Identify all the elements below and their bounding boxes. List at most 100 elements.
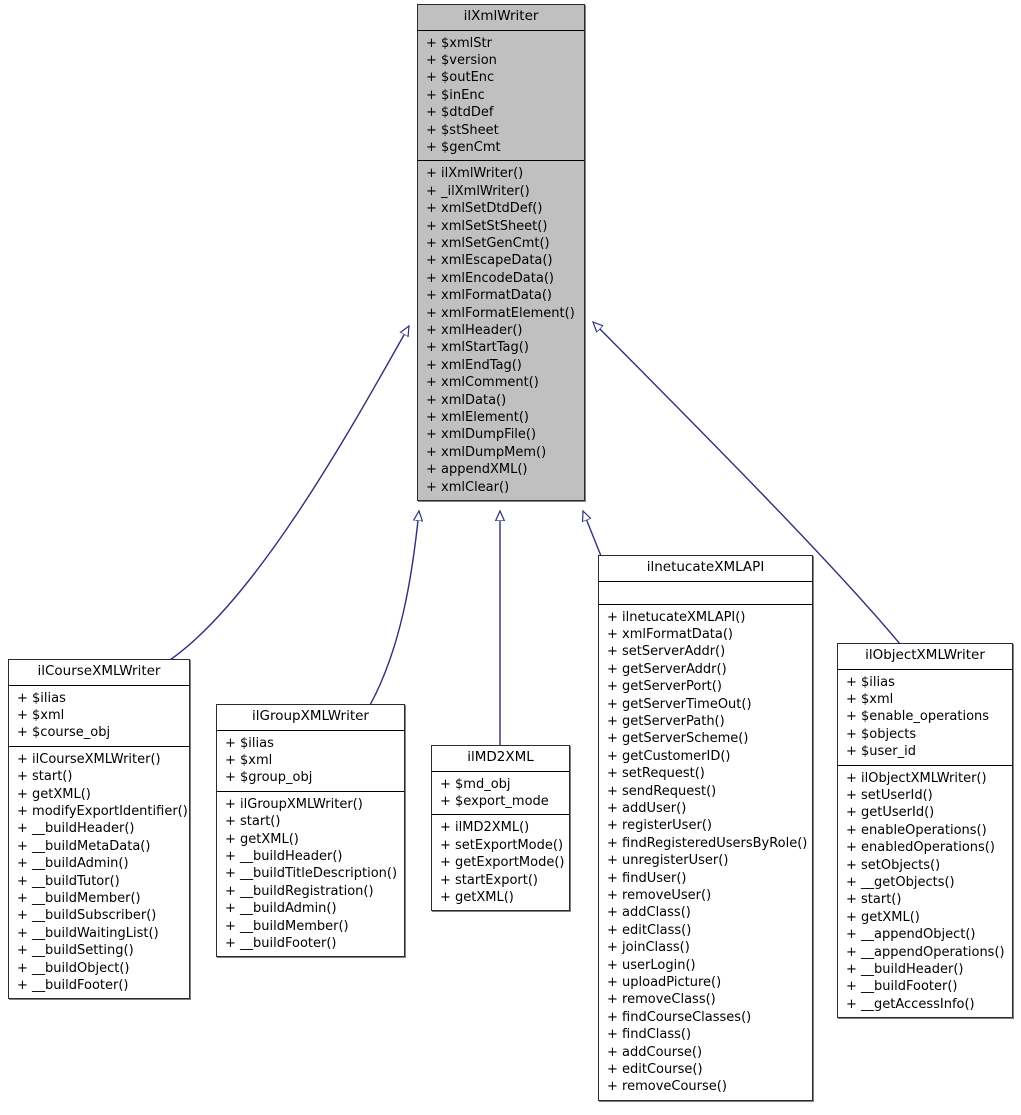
method-row: + __buildHeader() <box>846 962 964 978</box>
method-row: + getXML() <box>225 831 299 847</box>
attributes-ilnetucatexmlapi <box>599 582 812 604</box>
class-separator <box>599 603 812 605</box>
class-separator <box>838 668 1012 670</box>
method-row: + __buildMember() <box>17 890 141 906</box>
method-row: + __buildRegistration() <box>225 883 374 899</box>
class-box-ilnetucatexmlapi[interactable]: ilnetucateXMLAPI + ilnetucateXMLAPI() + … <box>598 555 813 1101</box>
method-row: + xmlClear() <box>426 479 510 495</box>
method-row: + xmlSetDtdDef() <box>426 201 543 217</box>
attribute-row: + $ilias <box>17 690 66 706</box>
method-row: + __buildFooter() <box>846 979 958 995</box>
method-row: + __buildTutor() <box>17 873 120 889</box>
method-row: + modifyExportIdentifier() <box>17 803 188 819</box>
method-row: + xmlStartTag() <box>426 340 529 356</box>
method-row: + __buildObject() <box>17 960 130 976</box>
class-box-ilobjectxmlwriter[interactable]: ilObjectXMLWriter + $ilias + $xml + $ena… <box>837 643 1013 1019</box>
attribute-row: + $enable_operations <box>846 709 990 725</box>
method-row: + getCustomerID() <box>607 748 731 764</box>
class-separator <box>9 684 189 686</box>
method-row: + setRequest() <box>607 766 705 782</box>
class-separator <box>9 745 189 747</box>
method-row: + unregisterUser() <box>607 853 729 869</box>
method-row: + getExportMode() <box>440 855 565 871</box>
method-row: + findCourseClasses() <box>607 1009 752 1025</box>
attribute-row: + $xml <box>225 752 273 768</box>
method-row: + setServerAddr() <box>607 644 726 660</box>
method-row: + getServerScheme() <box>607 731 749 747</box>
class-name-ilgroupxmlwriter: ilGroupXMLWriter <box>252 708 369 724</box>
method-row: + appendXML() <box>426 462 528 478</box>
class-separator <box>217 790 404 792</box>
methods-ilxmlwriter: + ilXmlWriter() + _ilXmlWriter() + xmlSe… <box>418 161 584 500</box>
method-row: + getXML() <box>17 786 91 802</box>
method-row: + ilXmlWriter() <box>426 166 524 182</box>
method-row: + setExportMode() <box>440 837 564 853</box>
method-row: + getServerAddr() <box>607 661 727 677</box>
method-row: + xmlComment() <box>426 375 539 391</box>
method-row: + __appendObject() <box>846 927 976 943</box>
attribute-row: + $stSheet <box>426 122 499 138</box>
method-row: + __getAccessInfo() <box>846 996 975 1012</box>
attribute-row: + $md_obj <box>440 776 511 792</box>
method-row: + xmlDumpFile() <box>426 427 537 443</box>
method-row: + xmlHeader() <box>426 323 523 339</box>
method-row: + __appendOperations() <box>846 944 1005 960</box>
attribute-row: + $xml <box>17 707 65 723</box>
method-row: + xmlEndTag() <box>426 357 522 373</box>
attribute-row: + $course_obj <box>17 725 111 741</box>
attribute-row: + $genCmt <box>426 139 501 155</box>
method-row: + uploadPicture() <box>607 975 722 991</box>
method-row: + registerUser() <box>607 818 712 834</box>
method-row: + setUserId() <box>846 787 933 803</box>
methods-ilgroupxmlwriter: + ilGroupXMLWriter() + start() + getXML(… <box>217 792 404 957</box>
class-separator <box>599 580 812 582</box>
method-row: + editCourse() <box>607 1062 703 1078</box>
attribute-row: + $xml <box>846 691 894 707</box>
class-box-ilcoursexmlwriter[interactable]: ilCourseXMLWriter + $ilias + $xml + $cou… <box>8 659 190 1000</box>
method-row: + __getObjects() <box>846 874 955 890</box>
method-row: + __buildFooter() <box>17 978 129 994</box>
class-name-ilobjectxmlwriter: ilObjectXMLWriter <box>865 647 985 663</box>
methods-ilmd2xml: + ilMD2XML() + setExportMode() + getExpo… <box>432 815 569 910</box>
method-row: + __buildFooter() <box>225 935 337 951</box>
method-row: + ilObjectXMLWriter() <box>846 770 987 786</box>
class-separator <box>432 770 569 772</box>
method-row: + xmlSetStSheet() <box>426 218 548 234</box>
class-separator <box>838 764 1012 766</box>
method-row: + findClass() <box>607 1027 692 1043</box>
method-row: + xmlFormatElement() <box>426 305 575 321</box>
method-row: + ilnetucateXMLAPI() <box>607 609 746 625</box>
methods-ilobjectxmlwriter: + ilObjectXMLWriter() + setUserId() + ge… <box>838 766 1012 1018</box>
method-row: + findUser() <box>607 870 687 886</box>
class-name-ilxmlwriter: ilXmlWriter <box>463 8 539 24</box>
method-row: + editClass() <box>607 922 692 938</box>
method-row: + __buildSubscriber() <box>17 908 157 924</box>
method-row: + __buildWaitingList() <box>17 925 159 941</box>
class-box-ilmd2xml[interactable]: ilMD2XML + $md_obj + $export_mode + ilMD… <box>431 745 570 912</box>
method-row: + setObjects() <box>846 857 941 873</box>
attribute-row: + $inEnc <box>426 87 485 103</box>
method-row: + __buildMember() <box>225 918 349 934</box>
class-box-ilxmlwriter[interactable]: ilXmlWriter + $xmlStr + $version + $outE… <box>417 4 585 502</box>
attribute-row: + $objects <box>846 726 917 742</box>
method-row: + getUserId() <box>846 805 935 821</box>
method-row: + startExport() <box>440 872 539 888</box>
attribute-row: + $xmlStr <box>426 35 492 51</box>
class-separator <box>432 814 569 816</box>
method-row: + xmlDumpMem() <box>426 444 547 460</box>
method-row: + removeClass() <box>607 992 716 1008</box>
method-row: + __buildSetting() <box>17 943 134 959</box>
method-row: + __buildAdmin() <box>225 901 337 917</box>
attribute-row: + $export_mode <box>440 793 549 809</box>
method-row: + start() <box>846 892 902 908</box>
method-row: + start() <box>17 769 73 785</box>
edge-ilnetucatexmlapi-to-ilxmlwriter <box>583 511 602 557</box>
class-box-ilgroupxmlwriter[interactable]: ilGroupXMLWriter + $ilias + $xml + $grou… <box>216 704 405 958</box>
method-row: + __buildHeader() <box>17 821 135 837</box>
method-row: + userLogin() <box>607 957 696 973</box>
method-row: + sendRequest() <box>607 783 717 799</box>
method-row: + findRegisteredUsersByRole() <box>607 835 808 851</box>
attributes-ilgroupxmlwriter: + $ilias + $xml + $group_obj <box>217 731 404 791</box>
method-row: + xmlElement() <box>426 410 529 426</box>
